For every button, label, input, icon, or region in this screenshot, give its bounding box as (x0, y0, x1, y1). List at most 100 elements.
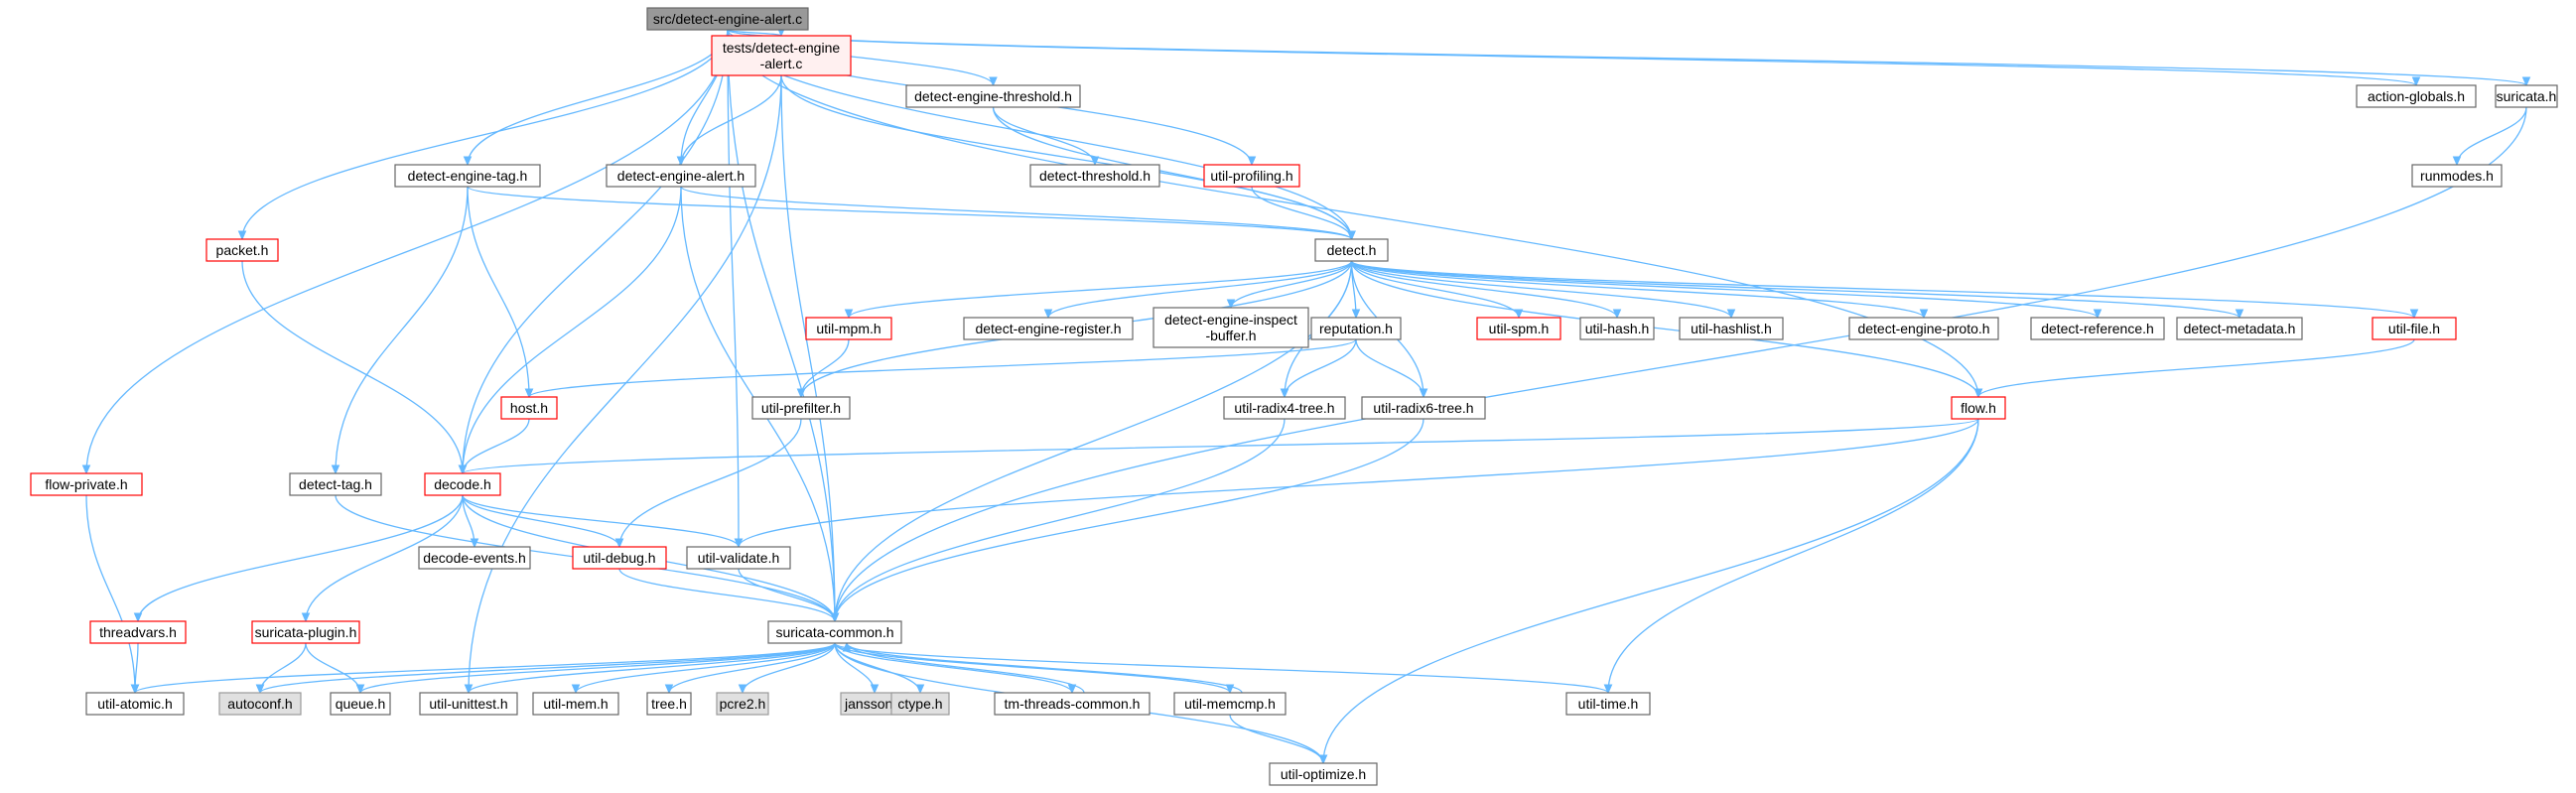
node-tree-h[interactable]: tree.h (646, 692, 692, 716)
node-flow-private[interactable]: flow-private.h (30, 472, 143, 496)
node-flow-h[interactable]: flow.h (1951, 396, 2006, 420)
node-label: util-memcmp.h (1184, 696, 1276, 712)
edge-detect_h-to-engine_proto (1350, 260, 1929, 320)
node-inspect-buffer[interactable]: detect-engine-inspect-buffer.h (1152, 307, 1309, 348)
edge-tests_alert-to-alert_h (676, 74, 782, 167)
node-detect-tag[interactable]: detect-tag.h (289, 472, 382, 496)
edge-suricata_common-to-util_atomic (130, 642, 836, 695)
node-ctype[interactable]: ctype.h (890, 692, 950, 716)
node-box (2372, 317, 2457, 340)
node-radix6[interactable]: util-radix6-tree.h (1361, 396, 1486, 420)
node-box (686, 546, 791, 570)
node-engine-proto[interactable]: detect-engine-proto.h (1848, 317, 1999, 340)
node-util-memcmp[interactable]: util-memcmp.h (1173, 692, 1287, 716)
node-util-unittest[interactable]: util-unittest.h (419, 692, 518, 716)
edge-flow_h-to-util_validate (734, 418, 1979, 549)
node-util-hash[interactable]: util-hash.h (1579, 317, 1655, 340)
node-util-atomic[interactable]: util-atomic.h (85, 692, 185, 716)
node-label: detect-engine-register.h (975, 321, 1121, 336)
edge-root-to-flow_private (81, 29, 729, 475)
node-box (424, 472, 501, 496)
node-util-profiling[interactable]: util-profiling.h (1203, 164, 1300, 188)
node-label: util-debug.h (583, 550, 655, 566)
node-label: flow.h (1961, 400, 1996, 416)
node-box (767, 620, 902, 644)
node-threshold-h[interactable]: detect-engine-threshold.h (905, 84, 1081, 108)
node-reputation[interactable]: reputation.h (1310, 317, 1402, 340)
edge-radix6-to-suricata_common (830, 418, 1424, 623)
node-box (205, 238, 279, 262)
node-label: autoconf.h (227, 696, 292, 712)
edge-packet_h-to-decode_h (241, 260, 468, 475)
node-radix4[interactable]: util-radix4-tree.h (1223, 396, 1346, 420)
node-box (85, 692, 185, 716)
node-pcre2[interactable]: pcre2.h (716, 692, 769, 716)
node-box (1152, 307, 1309, 348)
node-queue-h[interactable]: queue.h (330, 692, 391, 716)
node-label: detect-engine-threshold.h (914, 88, 1072, 104)
edge-threshold_h-to-detect_threshold (992, 106, 1100, 167)
node-threadvars[interactable]: threadvars.h (89, 620, 187, 644)
node-box (711, 35, 852, 76)
node-root[interactable]: src/detect-engine-alert.c (646, 7, 809, 31)
node-label: detect-reference.h (2041, 321, 2154, 336)
node-util-prefilter[interactable]: util-prefilter.h (751, 396, 851, 420)
node-decode-events[interactable]: decode-events.h (418, 546, 531, 570)
node-packet-h[interactable]: packet.h (205, 238, 279, 262)
node-label: util-radix6-tree.h (1373, 400, 1473, 416)
node-label: runmodes.h (2420, 168, 2494, 184)
node-runmodes[interactable]: runmodes.h (2411, 164, 2503, 188)
node-box (905, 84, 1081, 108)
node-tm-threads[interactable]: tm-threads-common.h (994, 692, 1151, 716)
node-detect-reference[interactable]: detect-reference.h (2030, 317, 2165, 340)
node-detect-h[interactable]: detect.h (1314, 238, 1389, 262)
edge-tests_alert-to-suricata_common (780, 74, 840, 623)
edge-detect_h-to-engine_register (1043, 260, 1353, 320)
node-label: util-file.h (2388, 321, 2440, 336)
node-util-debug[interactable]: util-debug.h (572, 546, 667, 570)
node-suricata-common[interactable]: suricata-common.h (767, 620, 902, 644)
node-util-mpm[interactable]: util-mpm.h (805, 317, 892, 340)
nodes-layer: src/detect-engine-alert.c tests/detect-en… (30, 7, 2558, 786)
node-host-h[interactable]: host.h (500, 396, 558, 420)
node-box (418, 546, 531, 570)
edge-decode_h-to-suricata_plugin (301, 494, 464, 623)
node-decode-h[interactable]: decode.h (424, 472, 501, 496)
node-box (572, 546, 667, 570)
node-detect-threshold[interactable]: detect-threshold.h (1029, 164, 1160, 188)
node-box (2030, 317, 2165, 340)
node-util-hashlist[interactable]: util-hashlist.h (1679, 317, 1784, 340)
node-label: src/detect-engine-alert.c (653, 11, 802, 27)
node-box (2495, 84, 2558, 108)
edge-detect_h-to-util_mpm (844, 260, 1353, 320)
node-suricata-plugin[interactable]: suricata-plugin.h (251, 620, 360, 644)
node-label: util-spm.h (1489, 321, 1550, 336)
edge-root-to-tag_h (463, 29, 729, 167)
node-util-optimize[interactable]: util-optimize.h (1269, 762, 1378, 786)
edge-detect_h-to-util_hashlist (1350, 260, 1736, 320)
node-engine-register[interactable]: detect-engine-register.h (963, 317, 1134, 340)
node-suricata-h[interactable]: suricata.h (2495, 84, 2558, 108)
node-tests-alert[interactable]: tests/detect-engine-alert.c (711, 35, 852, 76)
node-label: detect-engine-proto.h (1857, 321, 1989, 336)
node-detect-metadata[interactable]: detect-metadata.h (2176, 317, 2303, 340)
node-box (890, 692, 950, 716)
node-alert-h[interactable]: detect-engine-alert.h (606, 164, 756, 188)
node-label: host.h (510, 400, 548, 416)
edge-decode_h-to-threadvars (133, 494, 464, 623)
node-label: util-profiling.h (1210, 168, 1292, 184)
node-label: detect-tag.h (299, 476, 372, 492)
node-tag-h[interactable]: detect-engine-tag.h (394, 164, 541, 188)
node-util-mem[interactable]: util-mem.h (532, 692, 619, 716)
edge-util_validate-to-suricata_common (738, 568, 840, 623)
node-action-globals[interactable]: action-globals.h (2356, 84, 2477, 108)
node-label: tests/detect-engine (723, 40, 841, 56)
node-autoconf[interactable]: autoconf.h (218, 692, 302, 716)
node-box (394, 164, 541, 188)
node-util-time[interactable]: util-time.h (1565, 692, 1651, 716)
node-util-file[interactable]: util-file.h (2372, 317, 2457, 340)
node-util-validate[interactable]: util-validate.h (686, 546, 791, 570)
node-box (994, 692, 1151, 716)
node-label: detect-metadata.h (2184, 321, 2296, 336)
node-util-spm[interactable]: util-spm.h (1476, 317, 1561, 340)
